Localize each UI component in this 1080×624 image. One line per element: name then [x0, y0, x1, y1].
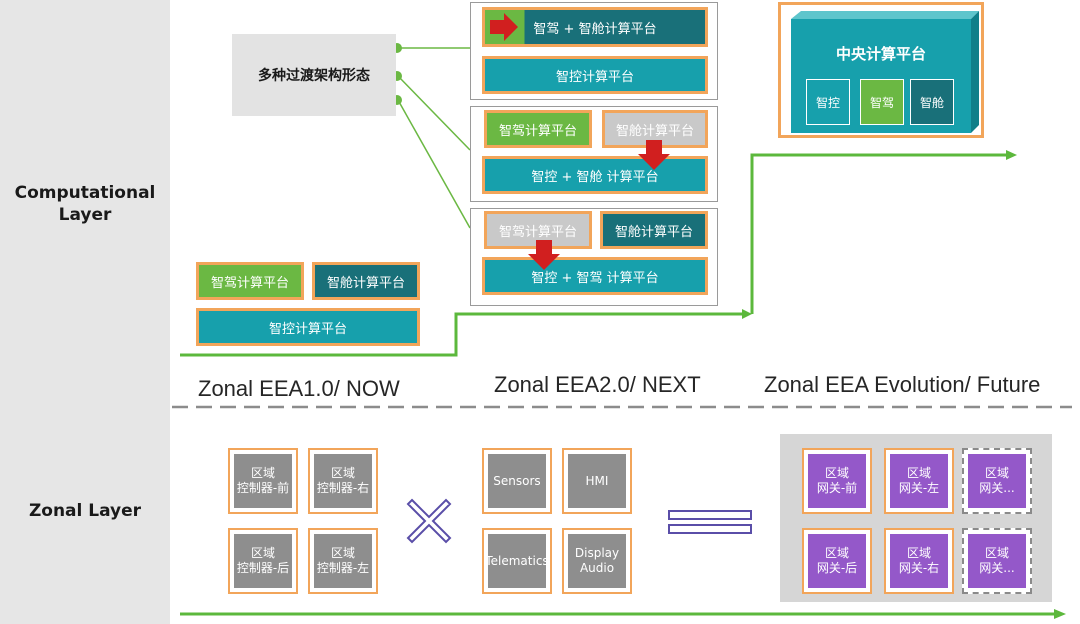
function-hmi: HMI	[562, 448, 632, 514]
connector-line-2	[397, 75, 471, 151]
zone-controller-right: 区域 控制器-右	[308, 448, 378, 514]
timeline-arrowhead-1	[742, 309, 752, 319]
zone-gateway-more-1: 区域 网关...	[962, 448, 1032, 514]
equals-icon	[668, 510, 752, 534]
function-sensors: Sensors	[482, 448, 552, 514]
bottom-timeline-arrowhead	[1054, 609, 1066, 619]
central-platform-title: 中央计算平台	[835, 45, 926, 63]
timeline-arrowhead-2	[1006, 150, 1017, 160]
function-telematics: Telematics	[482, 528, 552, 594]
central-cockpit-module: 智舱	[910, 79, 954, 125]
transition-architectures-box: 多种过渡架构形态	[232, 34, 396, 116]
zone-gateway-rear: 区域 网关-后	[802, 528, 872, 594]
layer-sidebar: Computational Layer Zonal Layer	[0, 0, 170, 624]
era-title-next: Zonal EEA2.0/ NEXT	[494, 372, 701, 397]
computational-layer-label: Computational Layer	[14, 183, 156, 225]
eea2-cockpit-platform-3: 智舱计算平台	[600, 211, 708, 249]
zone-controller-left: 区域 控制器-左	[308, 528, 378, 594]
eea2-control-cockpit-platform: 智控 + 智舱 计算平台	[482, 156, 708, 194]
zone-gateway-front: 区域 网关-前	[802, 448, 872, 514]
era-title-future: Zonal EEA Evolution/ Future	[764, 372, 1041, 397]
zone-controller-rear: 区域 控制器-后	[228, 528, 298, 594]
eea2-control-platform-1: 智控计算平台	[482, 56, 708, 94]
function-display-audio: Display Audio	[562, 528, 632, 594]
merge-arrow-right-icon	[490, 13, 518, 41]
zonal-layer-label: Zonal Layer	[28, 501, 142, 521]
zone-gateway-left: 区域 网关-左	[884, 448, 954, 514]
eea1-adas-platform: 智驾计算平台	[196, 262, 304, 300]
timeline-step-1	[180, 312, 742, 357]
central-control-module: 智控	[806, 79, 850, 125]
eea2-control-adas-platform: 智控 + 智驾 计算平台	[482, 257, 708, 295]
era-title-now: Zonal EEA1.0/ NOW	[198, 376, 400, 401]
eea2-adas-platform-2: 智驾计算平台	[484, 110, 592, 148]
timeline-step-2	[750, 153, 1006, 314]
multiply-icon	[406, 498, 452, 544]
merge-arrow-down-icon	[638, 140, 670, 170]
eea1-control-platform: 智控计算平台	[196, 308, 420, 346]
transition-architectures-label: 多种过渡架构形态	[258, 68, 370, 84]
central-platform-frame: 中央计算平台 智控 智驾 智舱	[778, 2, 984, 138]
connector-line-3	[397, 99, 471, 229]
central-adas-module: 智驾	[860, 79, 904, 125]
zone-gateway-right: 区域 网关-右	[884, 528, 954, 594]
zone-controller-front: 区域 控制器-前	[228, 448, 298, 514]
eea2-adas-cockpit-platform: 智驾 + 智舱计算平台	[482, 7, 708, 47]
eea1-cockpit-platform: 智舱计算平台	[312, 262, 420, 300]
zone-gateway-more-2: 区域 网关...	[962, 528, 1032, 594]
merge-arrow-down-icon	[528, 240, 560, 270]
